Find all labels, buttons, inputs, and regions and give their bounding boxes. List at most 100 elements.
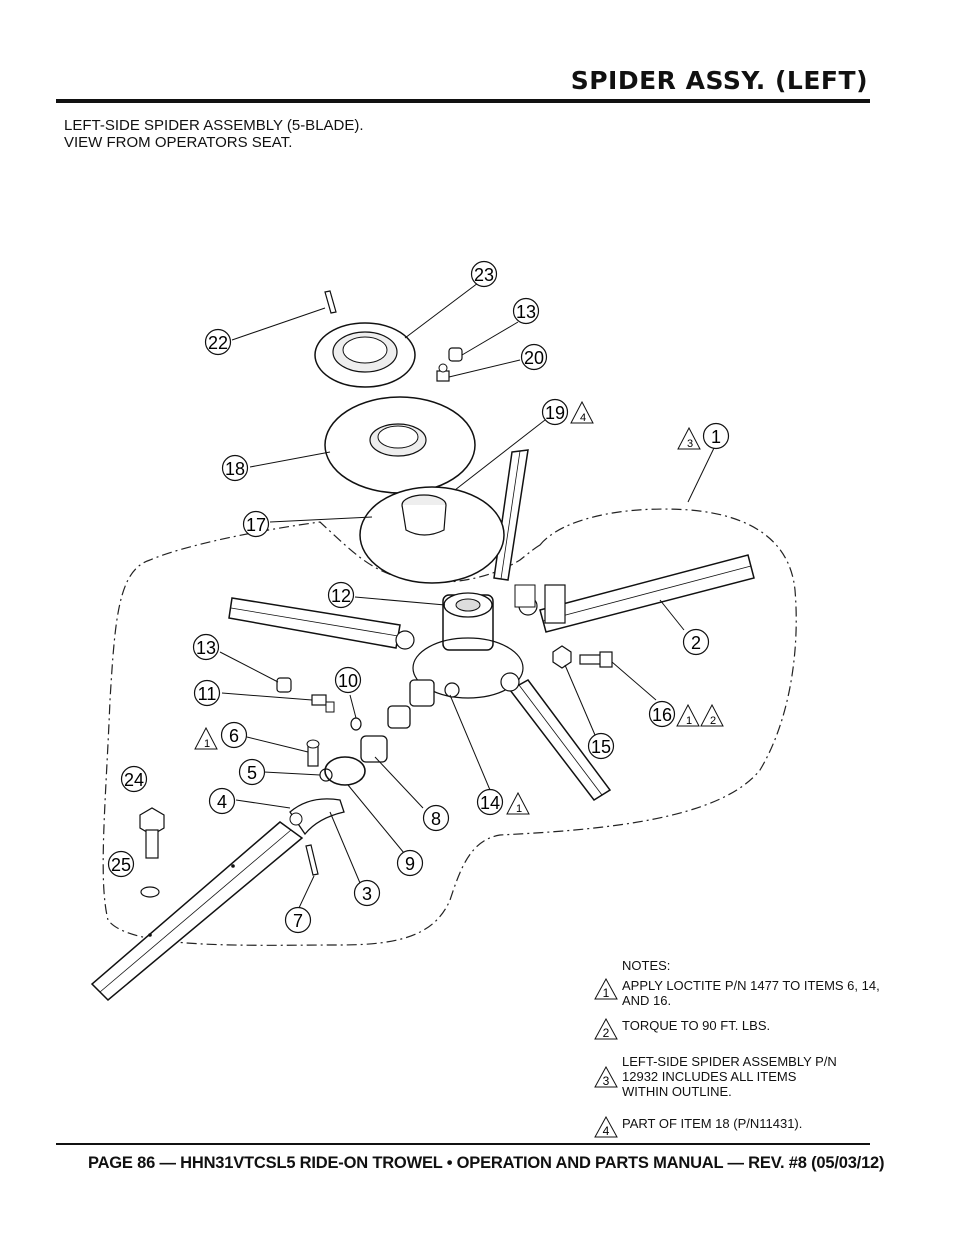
svg-text:8: 8 bbox=[431, 809, 441, 829]
callout-11[interactable]: 11 bbox=[193, 679, 221, 707]
svg-text:6: 6 bbox=[229, 726, 239, 746]
svg-text:3: 3 bbox=[362, 884, 372, 904]
note-marker-6: 1 bbox=[194, 726, 218, 750]
svg-text:7: 7 bbox=[293, 911, 303, 931]
washer-10 bbox=[350, 717, 362, 731]
callout-20[interactable]: 20 bbox=[520, 343, 548, 371]
callout-25[interactable]: 25 bbox=[107, 850, 135, 878]
callout-2[interactable]: 2 bbox=[682, 628, 710, 656]
svg-text:25: 25 bbox=[111, 855, 131, 875]
header-rule bbox=[56, 99, 870, 103]
note-marker-14: 1 bbox=[506, 791, 530, 815]
svg-text:2: 2 bbox=[603, 1026, 610, 1040]
svg-text:11: 11 bbox=[198, 684, 217, 704]
note-triangle-2: 2 bbox=[594, 1018, 618, 1040]
callout-6[interactable]: 6 bbox=[220, 721, 248, 749]
callout-16[interactable]: 16 bbox=[648, 700, 676, 728]
svg-text:2: 2 bbox=[691, 633, 701, 653]
grease-fitting-20 bbox=[436, 363, 450, 382]
callout-18[interactable]: 18 bbox=[221, 454, 249, 482]
note-1-text: APPLY LOCTITE P/N 1477 TO ITEMS 6, 14, A… bbox=[622, 978, 880, 1008]
note-marker-19: 4 bbox=[570, 400, 594, 424]
svg-text:15: 15 bbox=[591, 737, 611, 757]
svg-text:20: 20 bbox=[524, 348, 544, 368]
callout-10[interactable]: 10 bbox=[334, 666, 362, 694]
bolt-16 bbox=[579, 651, 613, 668]
callout-8[interactable]: 8 bbox=[422, 804, 450, 832]
note-2-text: TORQUE TO 90 FT. LBS. bbox=[622, 1018, 771, 1033]
note-triangle-4: 4 bbox=[594, 1116, 618, 1138]
svg-text:1: 1 bbox=[603, 986, 610, 1000]
callout-24[interactable]: 24 bbox=[120, 765, 148, 793]
grease-fitting-11 bbox=[311, 694, 335, 713]
callout-17[interactable]: 17 bbox=[242, 510, 270, 538]
note-3-text: LEFT-SIDE SPIDER ASSEMBLY P/N 12932 INCL… bbox=[622, 1054, 837, 1099]
svg-text:14: 14 bbox=[480, 793, 500, 813]
callout-3[interactable]: 3 bbox=[353, 879, 381, 907]
thrust-collar-18 bbox=[324, 396, 476, 494]
svg-text:16: 16 bbox=[652, 705, 672, 725]
note-marker-16a: 1 bbox=[676, 703, 700, 727]
note-marker-16b: 2 bbox=[700, 703, 724, 727]
spring-9 bbox=[324, 756, 366, 786]
nut-15 bbox=[552, 645, 572, 669]
svg-text:24: 24 bbox=[124, 770, 144, 790]
callout-13-left[interactable]: 13 bbox=[192, 633, 220, 661]
svg-text:18: 18 bbox=[225, 459, 245, 479]
callout-23[interactable]: 23 bbox=[470, 260, 498, 288]
callout-9[interactable]: 9 bbox=[396, 849, 424, 877]
seal-housing-23 bbox=[314, 322, 416, 388]
bolt-6 bbox=[306, 739, 320, 767]
note-triangle-1: 1 bbox=[594, 978, 618, 1000]
svg-text:4: 4 bbox=[217, 792, 227, 812]
svg-text:5: 5 bbox=[247, 763, 257, 783]
callout-14[interactable]: 14 bbox=[476, 788, 504, 816]
page-footer: PAGE 86 — HHN31VTCSL5 RIDE-ON TROWEL • O… bbox=[88, 1154, 885, 1172]
wear-plate-17 bbox=[359, 486, 505, 584]
blade-arm-right bbox=[539, 554, 755, 633]
callout-22[interactable]: 22 bbox=[204, 328, 232, 356]
blade-arm-upper bbox=[493, 449, 529, 581]
roll-pin-7 bbox=[305, 844, 319, 876]
exploded-parts-diagram: 23 22 13 20 19 4 3 1 18 17 12 2 13 10 11… bbox=[90, 260, 797, 1002]
svg-text:4: 4 bbox=[603, 1124, 610, 1138]
callout-7[interactable]: 7 bbox=[284, 906, 312, 934]
svg-text:1: 1 bbox=[711, 427, 721, 447]
svg-text:19: 19 bbox=[545, 403, 565, 423]
callout-13-top[interactable]: 13 bbox=[512, 297, 540, 325]
callout-19[interactable]: 19 bbox=[541, 398, 569, 426]
svg-text:9: 9 bbox=[405, 854, 415, 874]
page-title: SPIDER ASSY. (LEFT) bbox=[570, 66, 868, 95]
notes-heading: NOTES: bbox=[622, 958, 671, 973]
svg-text:3: 3 bbox=[687, 438, 693, 450]
bearing-8 bbox=[360, 735, 388, 763]
callout-4[interactable]: 4 bbox=[208, 787, 236, 815]
bushing-13-left bbox=[276, 677, 292, 693]
pin-22 bbox=[324, 290, 337, 314]
svg-text:13: 13 bbox=[516, 302, 536, 322]
bolt-24 bbox=[139, 807, 165, 859]
lever-arm-4 bbox=[289, 798, 345, 836]
sleeve bbox=[387, 679, 435, 729]
note-triangle-3: 3 bbox=[594, 1066, 618, 1088]
leader-lines bbox=[219, 282, 715, 911]
svg-text:17: 17 bbox=[246, 515, 266, 535]
svg-text:10: 10 bbox=[338, 671, 358, 691]
blade-arm-lower-right bbox=[508, 679, 612, 801]
blade-arm-left bbox=[228, 597, 401, 649]
svg-text:1: 1 bbox=[516, 803, 522, 815]
lock-washer-25 bbox=[140, 886, 160, 898]
diagram-caption: LEFT-SIDE SPIDER ASSEMBLY (5-BLADE). VIE… bbox=[64, 117, 364, 151]
callout-12[interactable]: 12 bbox=[327, 581, 355, 609]
callout-1[interactable]: 1 bbox=[702, 422, 730, 450]
svg-text:1: 1 bbox=[686, 715, 692, 727]
svg-text:1: 1 bbox=[204, 738, 210, 750]
note-marker-1: 3 bbox=[677, 426, 701, 450]
caption-line-1: LEFT-SIDE SPIDER ASSEMBLY (5-BLADE). bbox=[64, 117, 364, 134]
svg-text:13: 13 bbox=[196, 638, 216, 658]
callout-5[interactable]: 5 bbox=[238, 758, 266, 786]
svg-text:4: 4 bbox=[580, 412, 586, 424]
note-4-text: PART OF ITEM 18 (P/N11431). bbox=[622, 1116, 803, 1131]
callout-15[interactable]: 15 bbox=[587, 732, 615, 760]
bushing-13-top bbox=[448, 347, 463, 362]
